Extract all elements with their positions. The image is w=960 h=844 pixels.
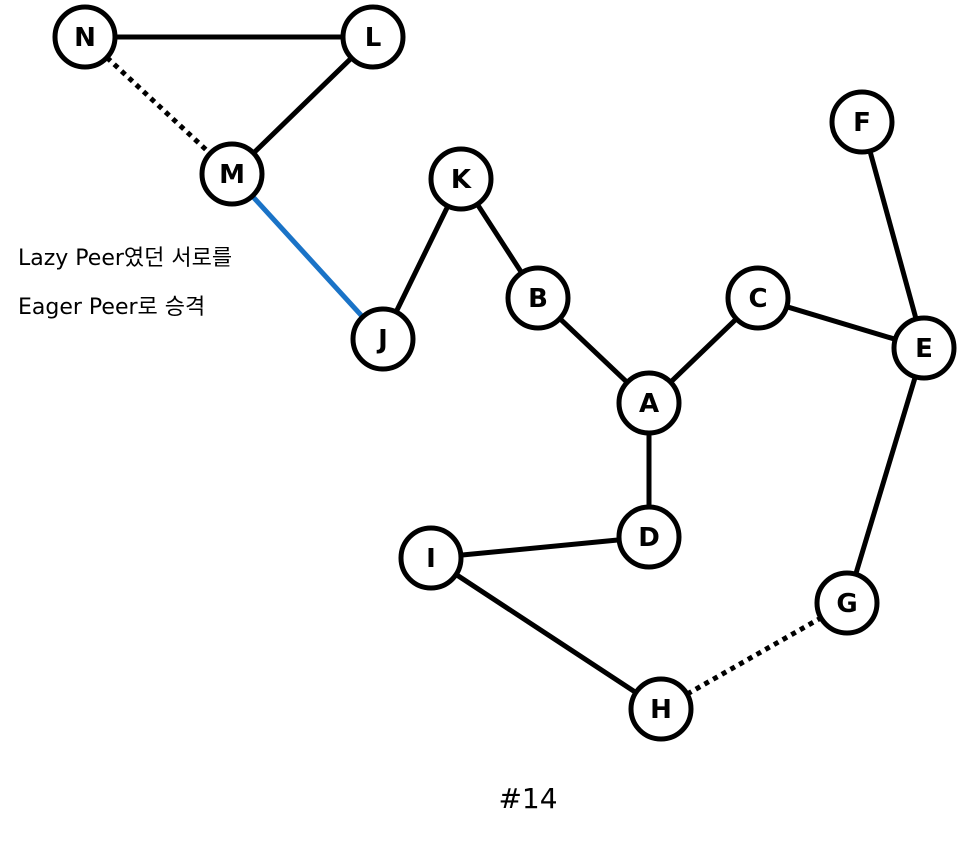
node-l: L (340, 4, 406, 70)
edge-i-h (454, 572, 638, 695)
edge-f-e (867, 150, 919, 320)
node-circle-g (814, 570, 880, 636)
node-b: B (505, 265, 571, 331)
edge-a-c (668, 316, 739, 385)
node-label-g: G (836, 589, 857, 619)
node-label-f: F (853, 108, 871, 138)
node-label-m: M (219, 160, 245, 190)
edge-h-g (685, 615, 823, 697)
node-k: K (428, 146, 494, 212)
node-label-d: D (638, 523, 660, 553)
node-circle-n (52, 4, 118, 70)
edge-e-g (853, 375, 918, 576)
node-circle-c (725, 265, 791, 331)
node-label-l: L (365, 23, 382, 53)
annotation-line-2: Eager Peer로 승격 (18, 295, 205, 320)
annotation-line-1: Lazy Peer였던 서로를 (18, 246, 232, 271)
edges-layer (105, 34, 919, 697)
node-label-h: H (650, 695, 672, 725)
node-label-k: K (451, 165, 472, 195)
edge-c-e (785, 304, 897, 342)
node-circle-k (428, 146, 494, 212)
edge-b-a (558, 316, 629, 385)
node-label-n: N (74, 23, 96, 53)
edge-j-k (393, 204, 451, 314)
node-m: M (199, 141, 265, 207)
node-e: E (891, 315, 957, 381)
figure-caption: #14 (498, 782, 557, 815)
edge-m-j (250, 194, 365, 319)
node-f: F (829, 89, 895, 155)
node-circle-e (891, 315, 957, 381)
node-n: N (52, 4, 118, 70)
node-d: D (616, 504, 682, 570)
edge-l-m (251, 56, 354, 155)
edge-k-b (475, 202, 524, 275)
node-circle-d (616, 504, 682, 570)
node-a: A (616, 370, 682, 436)
node-circle-f (829, 89, 895, 155)
node-circle-h (628, 676, 694, 742)
node-label-j: J (376, 325, 388, 355)
node-circle-m (199, 141, 265, 207)
node-i: I (398, 525, 464, 591)
node-label-i: I (426, 544, 436, 574)
edge-n-m (105, 55, 212, 156)
node-c: C (725, 265, 791, 331)
node-j: J (350, 306, 416, 372)
node-g: G (814, 570, 880, 636)
node-label-c: C (748, 284, 767, 314)
node-circle-b (505, 265, 571, 331)
node-label-e: E (915, 334, 933, 364)
node-circle-j (350, 306, 416, 372)
edge-d-i (460, 537, 620, 558)
node-h: H (628, 676, 694, 742)
node-circle-i (398, 525, 464, 591)
node-label-b: B (528, 284, 548, 314)
node-circle-l (340, 4, 406, 70)
node-circle-a (616, 370, 682, 436)
nodes-layer: N L M K J B A C E F D I H G (52, 4, 957, 742)
node-label-a: A (639, 389, 659, 419)
